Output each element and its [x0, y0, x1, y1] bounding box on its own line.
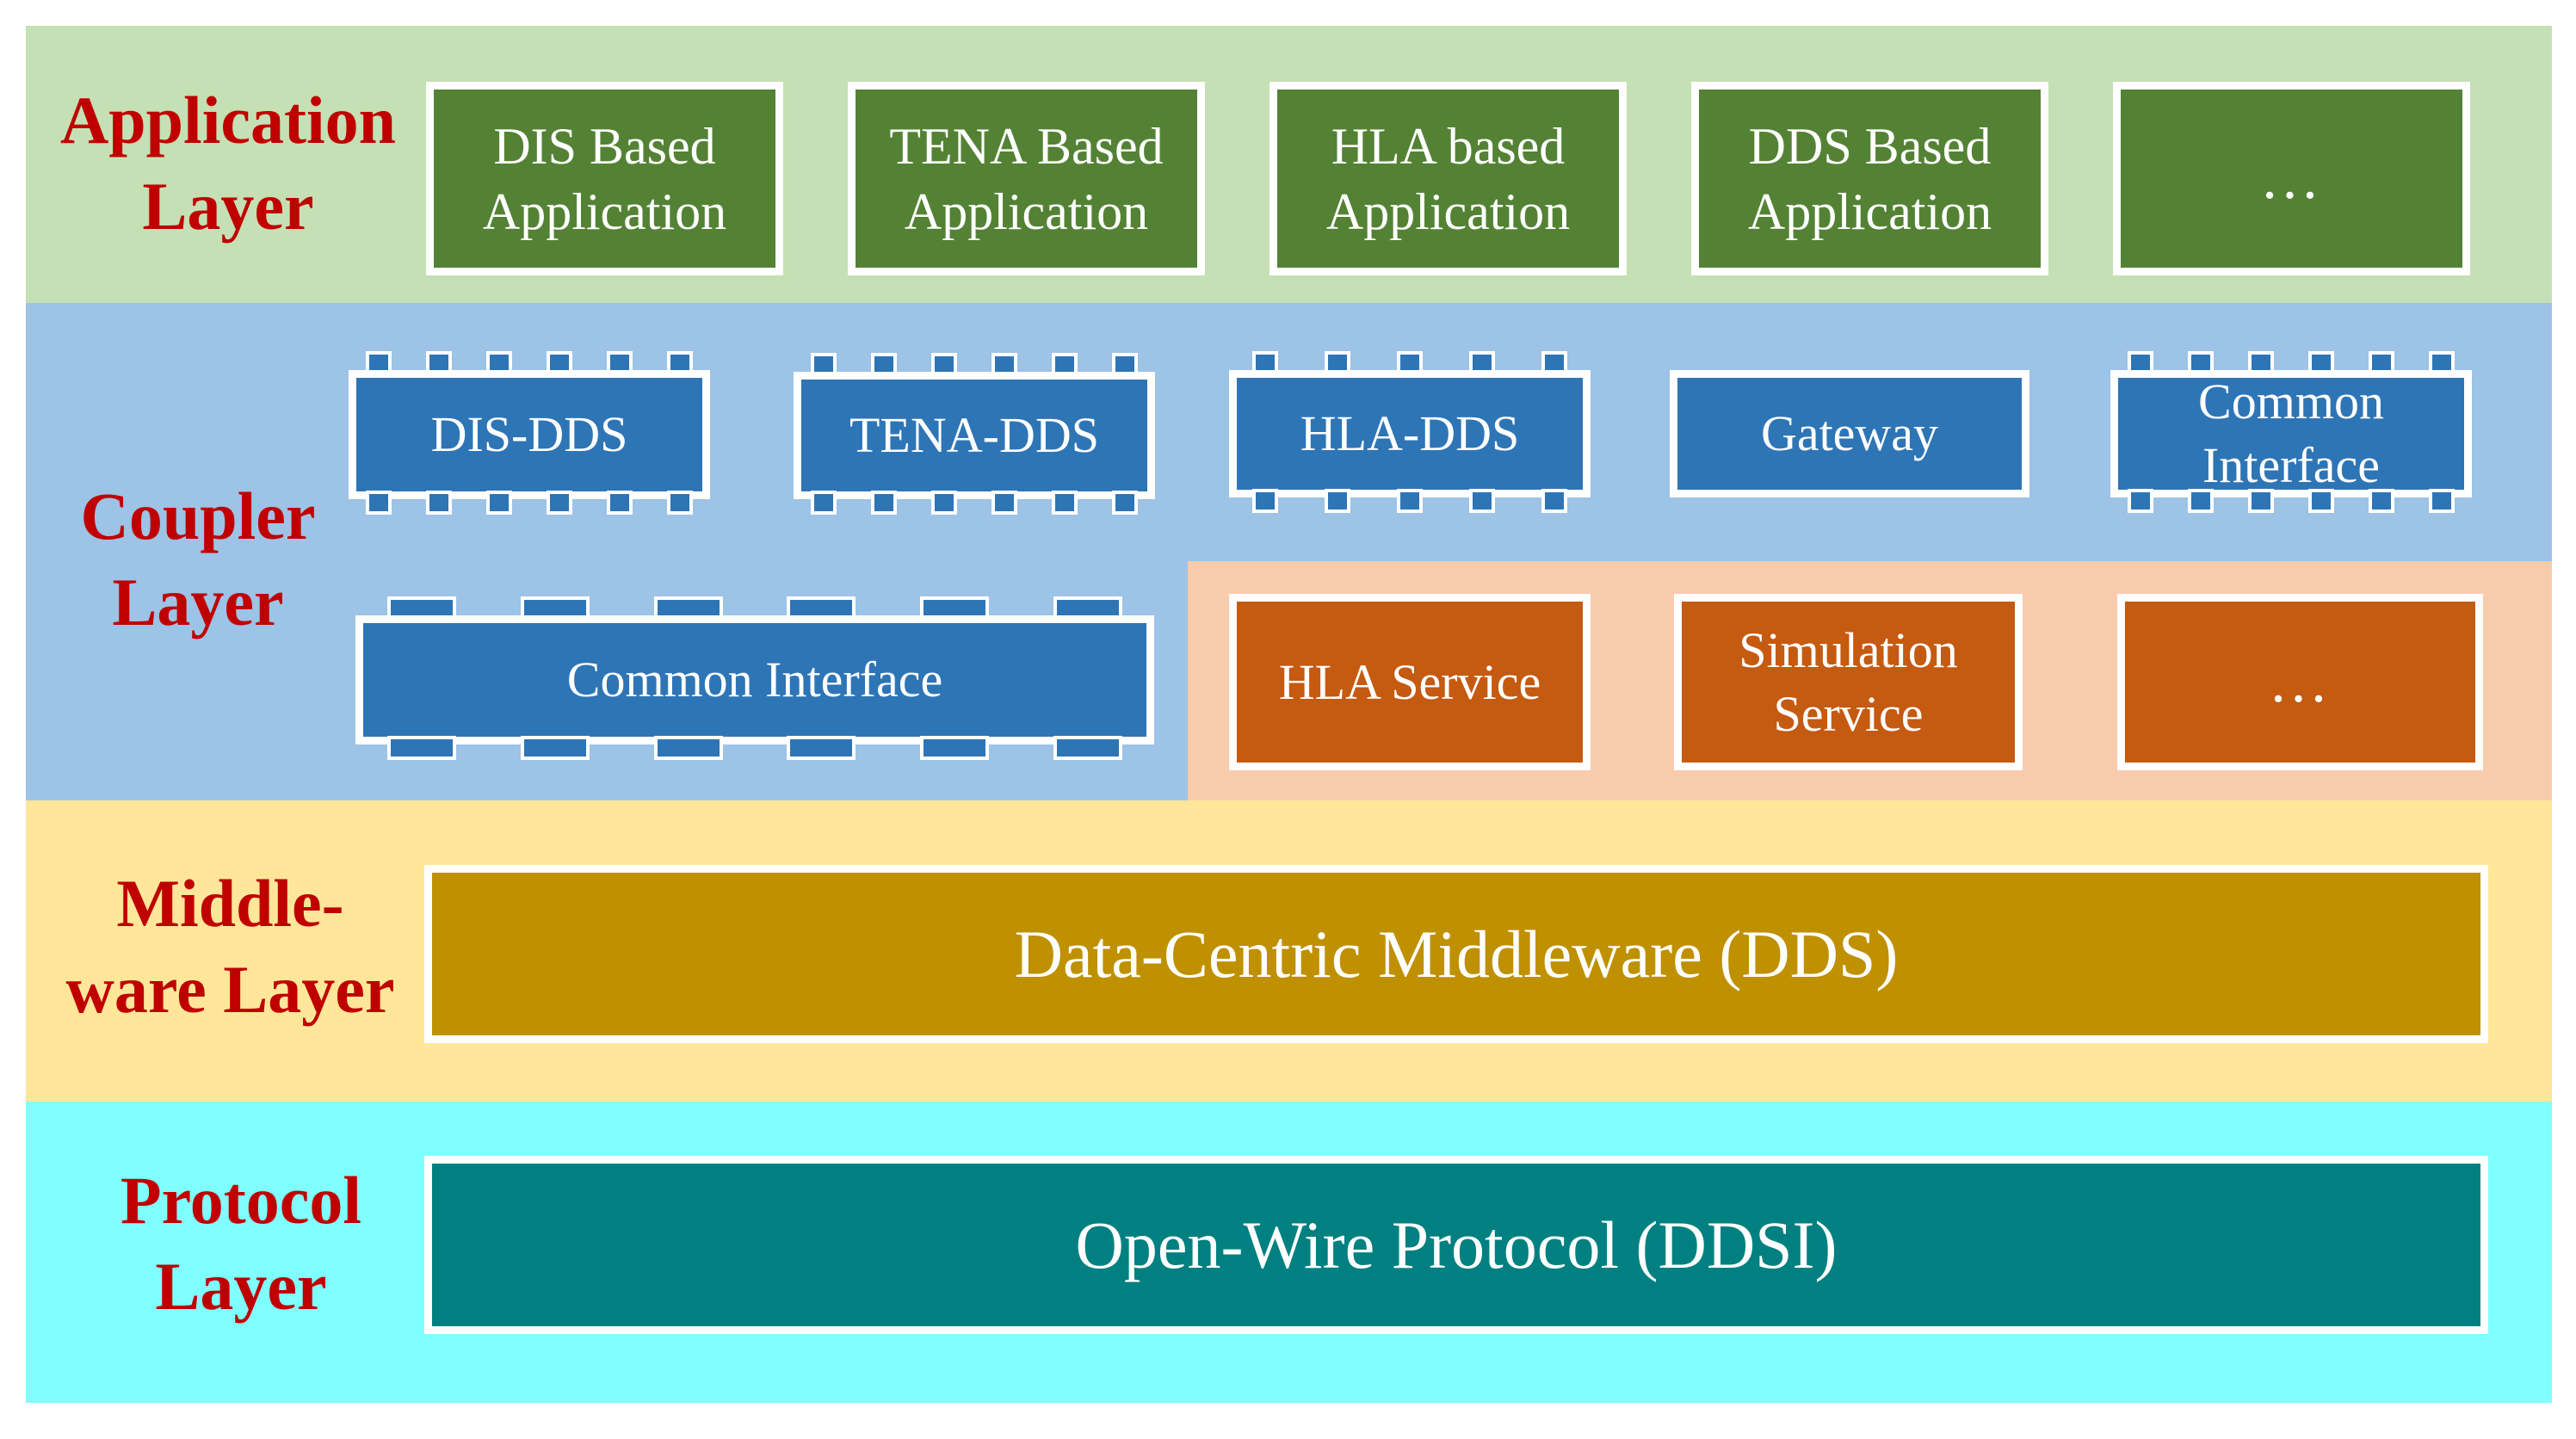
tena-dds-chip: TENA-DDS	[794, 353, 1155, 515]
hla-dds-chip: HLA-DDS	[1229, 351, 1591, 513]
dis-dds-label: DIS-DDS	[349, 370, 710, 499]
dds-middleware-box: Data-Centric Middleware (DDS)	[424, 865, 2488, 1043]
application-layer-label: Application Layer	[59, 83, 397, 244]
ddsi-protocol-box: Open-Wire Protocol (DDSI)	[424, 1156, 2488, 1334]
hla-based-application-box: HLA based Application	[1269, 82, 1627, 275]
dis-dds-chip: DIS-DDS	[349, 351, 710, 515]
common-interface-small-label: Common Interface	[2110, 370, 2472, 497]
hla-service-box: HLA Service	[1229, 594, 1591, 770]
common-interface-chip-small: Common Interface	[2110, 351, 2472, 513]
hla-dds-label: HLA-DDS	[1229, 370, 1591, 497]
protocol-layer-label: Protocol Layer	[120, 1163, 362, 1324]
more-services-box: …	[2117, 594, 2483, 770]
common-interface-label: Common Interface	[355, 615, 1154, 744]
coupler-layer-label: Coupler Layer	[80, 479, 316, 639]
middleware-layer-label: Middle- ware Layer	[65, 866, 395, 1027]
simulation-service-box: Simulation Service	[1674, 594, 2023, 770]
tena-dds-label: TENA-DDS	[794, 372, 1155, 499]
gateway-box: Gateway	[1670, 370, 2029, 497]
common-interface-chip: Common Interface	[355, 596, 1154, 760]
dds-based-application-box: DDS Based Application	[1691, 82, 2048, 275]
tena-based-application-box: TENA Based Application	[848, 82, 1205, 275]
more-applications-box: …	[2113, 82, 2470, 275]
dis-based-application-box: DIS Based Application	[426, 82, 783, 275]
